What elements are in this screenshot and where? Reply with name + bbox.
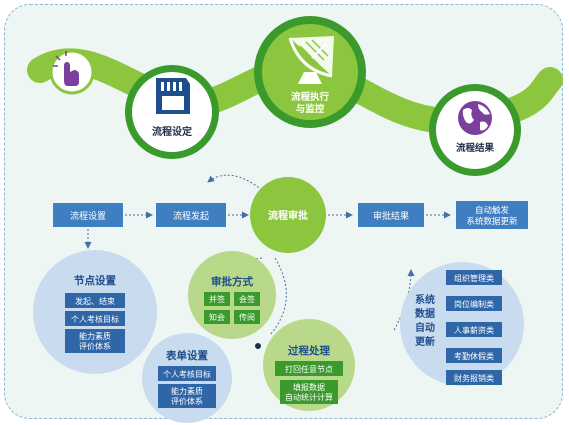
satellite-dish-icon xyxy=(288,36,334,84)
process-handling-item-0: 打回任意节点 xyxy=(285,364,333,374)
form-setting-item-0: 个人考核目标 xyxy=(163,369,211,379)
auto-update-label-3: 更新 xyxy=(415,335,435,348)
process-handling-group: 过程处理 打回任意节点 填报数据 自动统计计算 xyxy=(263,319,355,411)
globe-icon xyxy=(458,101,492,135)
approval-method-1: 会签 xyxy=(239,294,255,304)
process-exec-label-1: 流程执行 xyxy=(291,91,330,103)
flow-auto-update-box: 自动触发 系统数据更新 xyxy=(456,201,528,229)
auto-update-group: 系统 数据 自动 更新 组织管理类 岗位编制类 人事薪资类 考勤休假类 财务报销… xyxy=(400,262,524,386)
flow-auto-update-label-1: 自动触发 xyxy=(475,205,510,216)
touch-hand-icon xyxy=(49,49,95,95)
auto-update-label-1: 数据 xyxy=(415,307,435,320)
auto-update-item-0: 组织管理类 xyxy=(454,273,494,283)
loop-arrow xyxy=(207,174,263,191)
flow-setup-label: 流程设置 xyxy=(70,210,106,222)
flow-auto-update-label-2: 系统数据更新 xyxy=(466,216,518,227)
auto-update-label-0: 系统 xyxy=(415,293,435,306)
approval-method-2: 知会 xyxy=(209,312,225,322)
approval-methods-title: 审批方式 xyxy=(211,275,253,288)
node-setting-title: 节点设置 xyxy=(74,274,116,287)
form-setting-item-1: 能力素质 xyxy=(171,386,203,396)
form-setting-title: 表单设置 xyxy=(165,349,208,362)
flow-approve-result-label: 审批结果 xyxy=(373,210,409,222)
node-setting-item-2: 能力素质 xyxy=(79,331,111,341)
auto-update-item-1: 岗位编制类 xyxy=(454,299,494,309)
process-setting-label: 流程设定 xyxy=(152,125,192,138)
process-result-node: 流程结果 xyxy=(429,84,521,176)
auto-update-item-3: 考勤休假类 xyxy=(454,351,494,361)
auto-update-item-4: 财务报销类 xyxy=(454,373,494,383)
process-result-label: 流程结果 xyxy=(456,142,495,154)
process-handling-title: 过程处理 xyxy=(288,344,330,357)
memory-card-icon xyxy=(156,78,190,114)
process-exec-node: 流程执行 与监控 xyxy=(254,16,366,128)
form-setting-item-2: 评价体系 xyxy=(171,396,203,406)
flow-initiate-label: 流程发起 xyxy=(173,210,209,222)
process-exec-label-2: 与监控 xyxy=(296,103,325,115)
flow-initiate-box: 流程发起 xyxy=(156,203,226,227)
process-handling-item-1: 填报数据 xyxy=(293,382,325,392)
node-setting-item-1: 个人考核目标 xyxy=(71,314,119,324)
auto-update-label-2: 自动 xyxy=(415,321,435,334)
flow-approve-node: 流程审批 xyxy=(250,177,326,253)
auto-update-item-2: 人事薪资类 xyxy=(454,325,494,335)
approval-methods-group: 审批方式 并签 会签 知会 传阅 xyxy=(188,251,276,339)
approval-method-3: 传阅 xyxy=(239,312,255,322)
node-setting-item-0: 发起、结束 xyxy=(75,296,115,306)
flow-approve-label: 流程审批 xyxy=(268,209,308,222)
process-setting-node: 流程设定 xyxy=(125,65,219,159)
form-setting-group: 表单设置 个人考核目标 能力素质 评价体系 xyxy=(142,333,232,423)
node-setting-group: 节点设置 发起、结束 个人考核目标 能力素质 评价体系 xyxy=(33,250,157,374)
process-handling-item-2: 自动统计计算 xyxy=(285,392,333,402)
node-setting-item-3: 评价体系 xyxy=(79,341,111,351)
flow-approve-result-box: 审批结果 xyxy=(358,203,424,227)
approval-method-0: 并签 xyxy=(209,294,225,304)
flow-setup-box: 流程设置 xyxy=(53,203,123,227)
